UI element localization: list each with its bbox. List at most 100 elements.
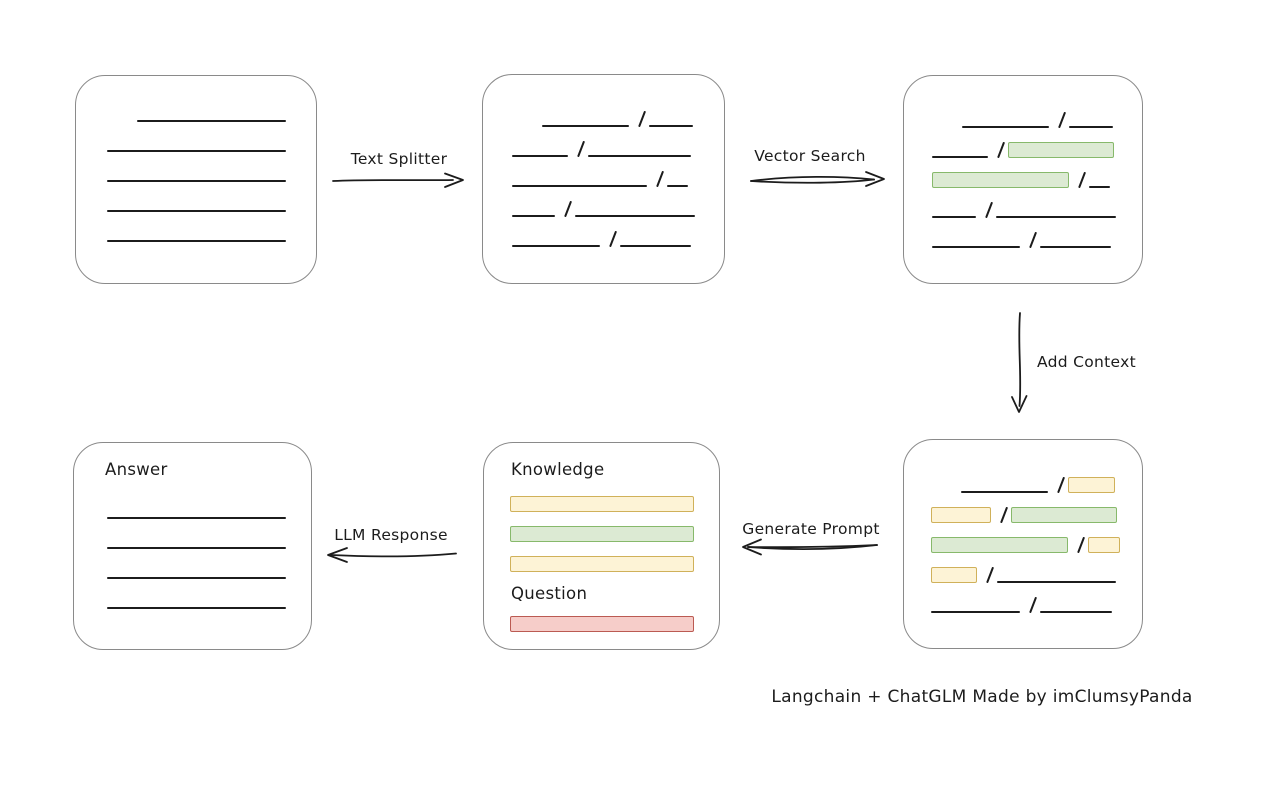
text-line: [1069, 126, 1114, 128]
segment-row: [932, 128, 1116, 159]
text-line: [961, 491, 1048, 493]
knowledge-chunk-bar: [510, 556, 694, 572]
text-splitter-arrow: [332, 172, 464, 188]
knowledge-label: Knowledge: [511, 460, 605, 479]
slash-separator: [564, 200, 573, 218]
text-line: [512, 185, 647, 187]
green-chunk: [931, 537, 1068, 553]
text-line: [931, 611, 1020, 613]
slash-separator: [638, 110, 647, 128]
text-line: [1040, 246, 1112, 248]
text-line: [588, 155, 692, 157]
source-document-lines: [107, 92, 286, 242]
segment-row: [107, 92, 286, 122]
slash-separator: [1029, 596, 1038, 614]
text-line: [107, 240, 286, 242]
generate-prompt-label: Generate Prompt: [742, 520, 880, 538]
slash-separator: [985, 201, 994, 219]
text-line: [1040, 611, 1113, 613]
segment-row: [931, 523, 1121, 554]
slash-separator: [986, 566, 995, 584]
slash-separator: [1000, 506, 1009, 524]
segment-row: [931, 583, 1120, 614]
context-chunks-box: [903, 439, 1143, 649]
context-chunks-lines: [931, 463, 1121, 614]
green-chunk: [932, 172, 1069, 188]
segment-row: [931, 463, 1120, 494]
text-line: [575, 215, 696, 217]
slash-separator: [1058, 111, 1067, 129]
yellow-chunk: [1088, 537, 1121, 553]
text-line: [107, 150, 286, 152]
segment-row: [107, 489, 286, 519]
slash-separator: [1077, 536, 1086, 554]
add-context-arrow: [1011, 312, 1028, 413]
split-chunks-lines: [512, 97, 696, 248]
slash-separator: [1078, 171, 1087, 189]
segment-row: [512, 127, 695, 158]
text-line: [542, 125, 629, 127]
segment-row: [512, 187, 696, 218]
segment-row: [107, 182, 286, 212]
text-line: [512, 155, 568, 157]
text-line: [620, 245, 692, 247]
green-chunk: [1011, 507, 1118, 523]
text-line: [512, 245, 600, 247]
segment-row: [512, 157, 695, 188]
text-line: [1089, 186, 1111, 188]
matched-chunks-lines: [932, 98, 1117, 249]
text-line: [107, 210, 286, 212]
segment-row: [932, 158, 1116, 189]
green-chunk: [1008, 142, 1115, 158]
llm-response-label: LLM Response: [334, 526, 448, 544]
credit-caption: Langchain + ChatGLM Made by imClumsyPand…: [771, 687, 1193, 707]
yellow-chunk: [1068, 477, 1116, 493]
prompt-box: Knowledge Question: [483, 442, 720, 650]
segment-row: [107, 549, 286, 579]
segment-row: [107, 212, 286, 242]
text-line: [962, 126, 1049, 128]
text-line: [512, 215, 555, 217]
yellow-chunk: [931, 567, 977, 583]
slash-separator: [609, 230, 618, 248]
slash-separator: [997, 141, 1006, 159]
segment-row: [931, 493, 1120, 524]
generate-prompt-arrow: [742, 538, 878, 556]
text-line: [932, 216, 976, 218]
split-chunks-box: [482, 74, 725, 284]
text-line: [932, 246, 1020, 248]
segment-row: [107, 519, 286, 549]
text-line: [649, 125, 694, 127]
segment-row: [932, 98, 1116, 129]
segment-row: [931, 553, 1120, 584]
segment-row: [107, 122, 286, 152]
text-line: [997, 581, 1117, 583]
slash-separator: [577, 140, 586, 158]
text-line: [107, 547, 286, 549]
text-line: [107, 607, 286, 609]
segment-row: [107, 152, 286, 182]
segment-row: [512, 97, 695, 128]
knowledge-chunk-bar: [510, 496, 694, 512]
segment-row: [932, 188, 1117, 219]
answer-label: Answer: [105, 460, 168, 479]
llm-response-arrow: [327, 547, 457, 563]
add-context-label: Add Context: [1037, 353, 1136, 371]
text-line: [932, 156, 988, 158]
text-line: [996, 216, 1117, 218]
segment-row: [512, 217, 695, 248]
text-line: [107, 517, 286, 519]
answer-lines: [107, 489, 286, 609]
knowledge-chunk-bar: [510, 526, 694, 542]
slash-separator: [1029, 231, 1038, 249]
source-document-box: [75, 75, 317, 284]
slash-separator: [656, 170, 665, 188]
matched-chunks-box: [903, 75, 1143, 284]
vector-search-label: Vector Search: [754, 147, 866, 165]
question-bar: [510, 616, 694, 632]
text-line: [137, 120, 286, 122]
text-line: [667, 185, 689, 187]
segment-row: [107, 579, 286, 609]
segment-row: [932, 218, 1116, 249]
text-line: [107, 577, 286, 579]
